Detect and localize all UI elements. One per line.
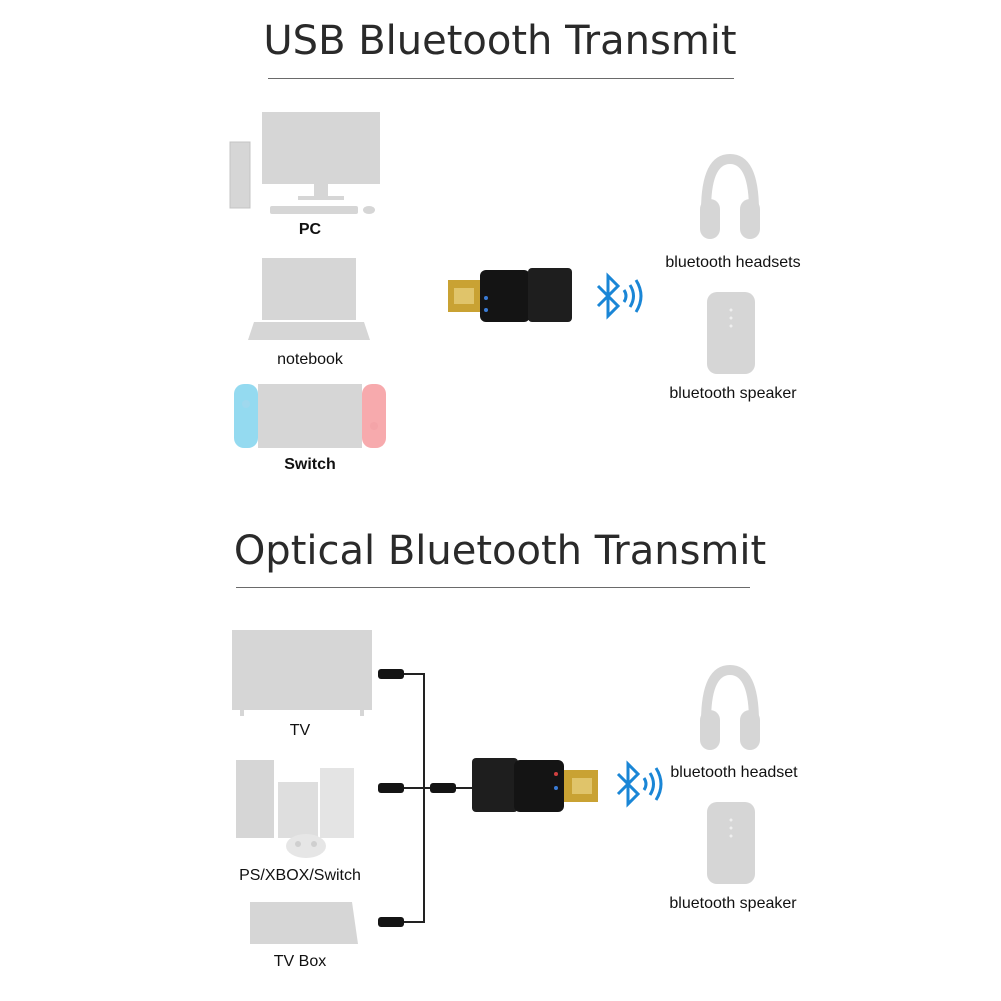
bluetooth-icon-optical	[616, 760, 663, 808]
notebook-label: notebook	[277, 351, 343, 368]
optical-section-title: Optical Bluetooth Transmit	[233, 528, 767, 574]
notebook-icon	[248, 258, 370, 340]
optical-title-rule	[236, 587, 750, 588]
usb-title-rule	[268, 78, 734, 79]
tv-label: TV	[289, 722, 311, 739]
speaker-icon	[707, 292, 755, 374]
usb-dongle-icon	[448, 268, 572, 322]
speaker-icon-optical	[707, 802, 755, 884]
ps-xbox-switch-label: PS/XBOX/Switch	[239, 867, 361, 884]
bluetooth-headsets-label: bluetooth headsets	[665, 254, 801, 271]
headphones-icon	[700, 153, 760, 239]
pc-icon	[229, 112, 380, 214]
game-consoles-icon	[236, 760, 354, 858]
switch-label: Switch	[284, 456, 336, 473]
optical-cables	[378, 669, 474, 927]
bluetooth-headset-label: bluetooth headset	[670, 764, 798, 781]
bluetooth-icon	[596, 272, 643, 320]
bluetooth-speaker-label: bluetooth speaker	[669, 385, 797, 402]
pc-label: PC	[298, 221, 322, 238]
headphones-icon-optical	[700, 664, 760, 750]
optical-dongle-icon	[472, 758, 598, 812]
bluetooth-speaker-label-optical: bluetooth speaker	[669, 895, 797, 912]
switch-console-icon	[234, 384, 386, 448]
tv-box-label: TV Box	[273, 953, 327, 970]
tv-box-icon	[250, 902, 358, 944]
usb-section-title: USB Bluetooth Transmit	[263, 18, 737, 64]
tv-icon	[232, 630, 372, 716]
